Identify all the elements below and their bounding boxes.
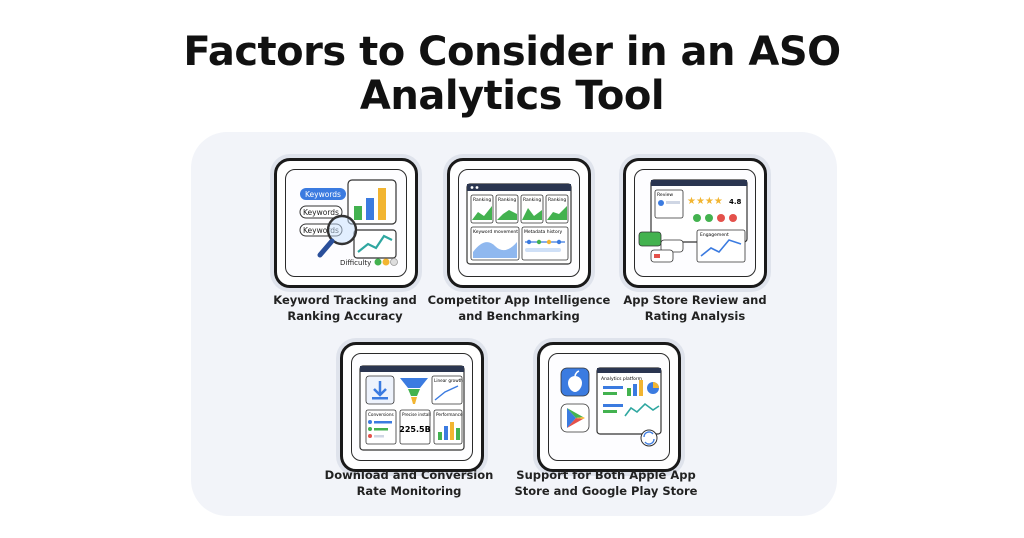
ranking-label-4: Ranking xyxy=(548,197,566,203)
metadata-history-label: Metadata history xyxy=(524,229,563,235)
app-stores-icon: Analytics platform xyxy=(548,353,670,461)
card-keyword-tracking: Keywords Keywords Keywords Difficulty xyxy=(274,158,418,288)
keyword-chip-2: Keywords xyxy=(303,208,339,217)
svg-text:★★★★: ★★★★ xyxy=(687,196,723,207)
download-funnel-icon: Linear growth Conversions Precise instal… xyxy=(351,353,473,461)
title-line-1: Factors to Consider in an ASO xyxy=(183,29,841,75)
conversions-label: Conversions xyxy=(368,412,394,417)
rating-value: 4.8 xyxy=(729,198,742,206)
card-app-stores: Analytics platform xyxy=(537,342,681,472)
card-competitor-intelligence: Ranking Ranking Ranking Ranking Keyword … xyxy=(447,158,591,288)
keyword-movement-label: Keyword movement xyxy=(473,229,518,235)
review-label: Review xyxy=(657,192,673,198)
keyword-chip-3: Keywords xyxy=(303,226,339,235)
caption-review-rating: App Store Review and Rating Analysis xyxy=(623,293,767,323)
card-download-conversion: Linear growth Conversions Precise instal… xyxy=(340,342,484,472)
keyword-chip-1: Keywords xyxy=(305,190,341,199)
competitor-dashboard-icon: Ranking Ranking Ranking Ranking Keyword … xyxy=(458,169,580,277)
caption-app-stores: Support for Both Apple App Store and Goo… xyxy=(514,468,698,498)
precise-install-label: Precise install xyxy=(402,412,431,417)
ranking-label-1: Ranking xyxy=(473,197,491,203)
page-title: Factors to Consider in an ASO Analytics … xyxy=(0,30,1024,118)
analytics-platform-label: Analytics platform xyxy=(601,376,642,382)
performance-label: Performance xyxy=(436,412,463,417)
difficulty-label: Difficulty xyxy=(340,259,371,267)
ranking-label-2: Ranking xyxy=(498,197,516,203)
linear-growth-label: Linear growth xyxy=(434,378,463,383)
engagement-label: Engagement xyxy=(700,232,729,238)
caption-download-conversion: Download and Conversion Rate Monitoring xyxy=(324,468,494,498)
install-count: 225.5B xyxy=(399,425,430,434)
title-line-2: Analytics Tool xyxy=(359,73,665,119)
ranking-label-3: Ranking xyxy=(523,197,541,203)
card-review-rating: Review ★★★★ 4.8 Engagement xyxy=(623,158,767,288)
caption-keyword-tracking: Keyword Tracking and Ranking Accuracy xyxy=(273,293,417,323)
caption-competitor-intelligence: Competitor App Intelligence and Benchmar… xyxy=(427,293,611,323)
review-rating-icon: Review ★★★★ 4.8 Engagement xyxy=(634,169,756,277)
keyword-magnifier-icon: Keywords Keywords Keywords Difficulty xyxy=(285,169,407,277)
